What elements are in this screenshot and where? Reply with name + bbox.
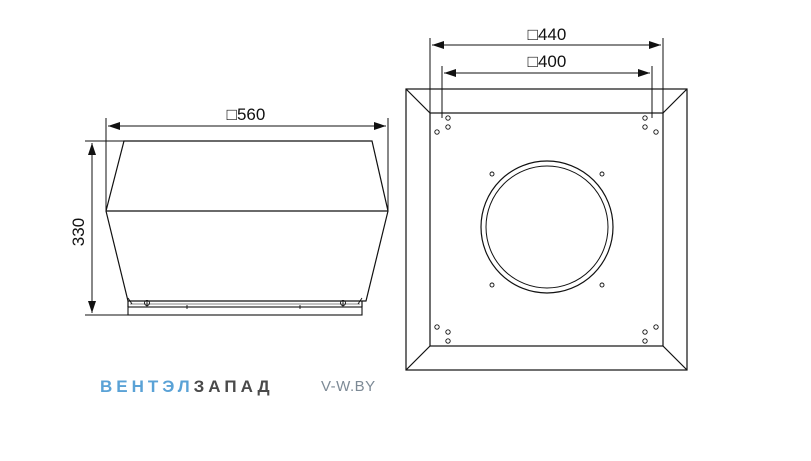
- top-view: [405, 88, 688, 371]
- brand-logo-part2: ЗАПАД: [193, 377, 274, 396]
- side-view-base: [127, 306, 363, 316]
- brand-logo: ВЕНТЭЛЗАПАД: [100, 377, 274, 397]
- dimension-label-top-inner: □400: [528, 52, 567, 71]
- top-view-outer-frame: [405, 88, 688, 371]
- dimension-top-outer: [429, 38, 664, 113]
- website-label: V-W.BY: [321, 378, 376, 395]
- top-view-inner-plate: [429, 112, 664, 347]
- dimension-top-inner: [441, 66, 653, 118]
- dimension-label-top-outer: □440: [528, 25, 567, 44]
- dimension-label-side-height: 330: [69, 218, 88, 246]
- top-view-outlet-inner: [485, 165, 609, 289]
- brand-logo-part1: ВЕНТЭЛ: [100, 377, 194, 396]
- side-view-body: [105, 140, 389, 302]
- dimension-label-side-width: □560: [227, 105, 266, 124]
- side-view-fasteners: [127, 297, 363, 309]
- top-view-outlet-outer: [480, 160, 614, 294]
- dimension-side-width: [105, 118, 389, 211]
- dimension-side-height: [85, 140, 128, 316]
- top-view-mounting-holes: [434, 115, 659, 344]
- side-view: [105, 140, 389, 316]
